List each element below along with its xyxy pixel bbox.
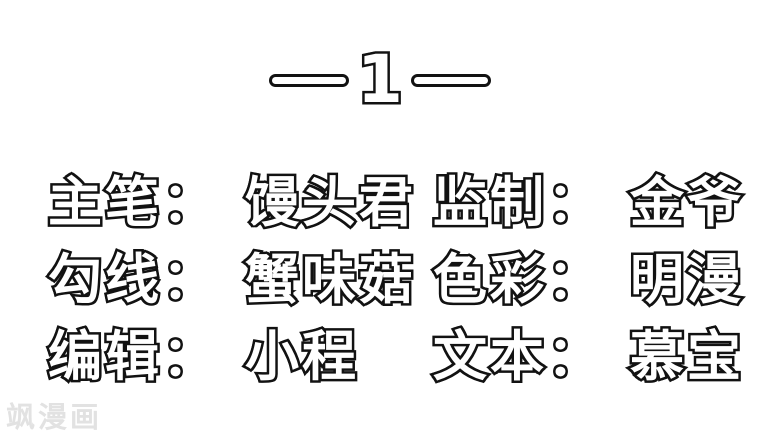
credit-text-writer: 文本： 慕宝 bbox=[431, 320, 760, 390]
publisher-watermark: 飒漫画 bbox=[6, 400, 103, 434]
credit-color: 色彩： 明漫 bbox=[431, 243, 760, 313]
credit-name: 馒头君 bbox=[243, 168, 416, 236]
credit-name: 慕宝 bbox=[628, 322, 744, 390]
credit-name: 蟹味菇 bbox=[243, 245, 416, 313]
credit-role-label: 编辑： bbox=[46, 322, 219, 390]
title-dash-right bbox=[410, 73, 491, 87]
credit-role-label: 色彩： bbox=[431, 245, 604, 313]
title-dash-left bbox=[269, 73, 350, 87]
credit-role-label: 主笔： bbox=[46, 168, 219, 236]
chapter-number: 1 bbox=[355, 41, 406, 118]
credits-list: 主笔： 馒头君 监制： 金爷 勾线： 蟹味菇 色彩： 明漫 编辑： 小程 文本：… bbox=[0, 166, 760, 390]
credit-supervisor: 监制： 金爷 bbox=[431, 166, 760, 236]
credit-name: 金爷 bbox=[628, 168, 744, 236]
credit-line-art: 勾线： 蟹味菇 bbox=[46, 243, 433, 313]
credit-main-artist: 主笔： 馒头君 bbox=[46, 166, 433, 236]
credit-editor: 编辑： 小程 bbox=[46, 320, 433, 390]
credit-role-label: 监制： bbox=[431, 168, 604, 236]
chapter-title: 1 bbox=[0, 42, 760, 118]
credit-name: 小程 bbox=[243, 322, 359, 390]
credit-name: 明漫 bbox=[628, 245, 744, 313]
credit-role-label: 勾线： bbox=[46, 245, 219, 313]
credit-role-label: 文本： bbox=[431, 322, 604, 390]
